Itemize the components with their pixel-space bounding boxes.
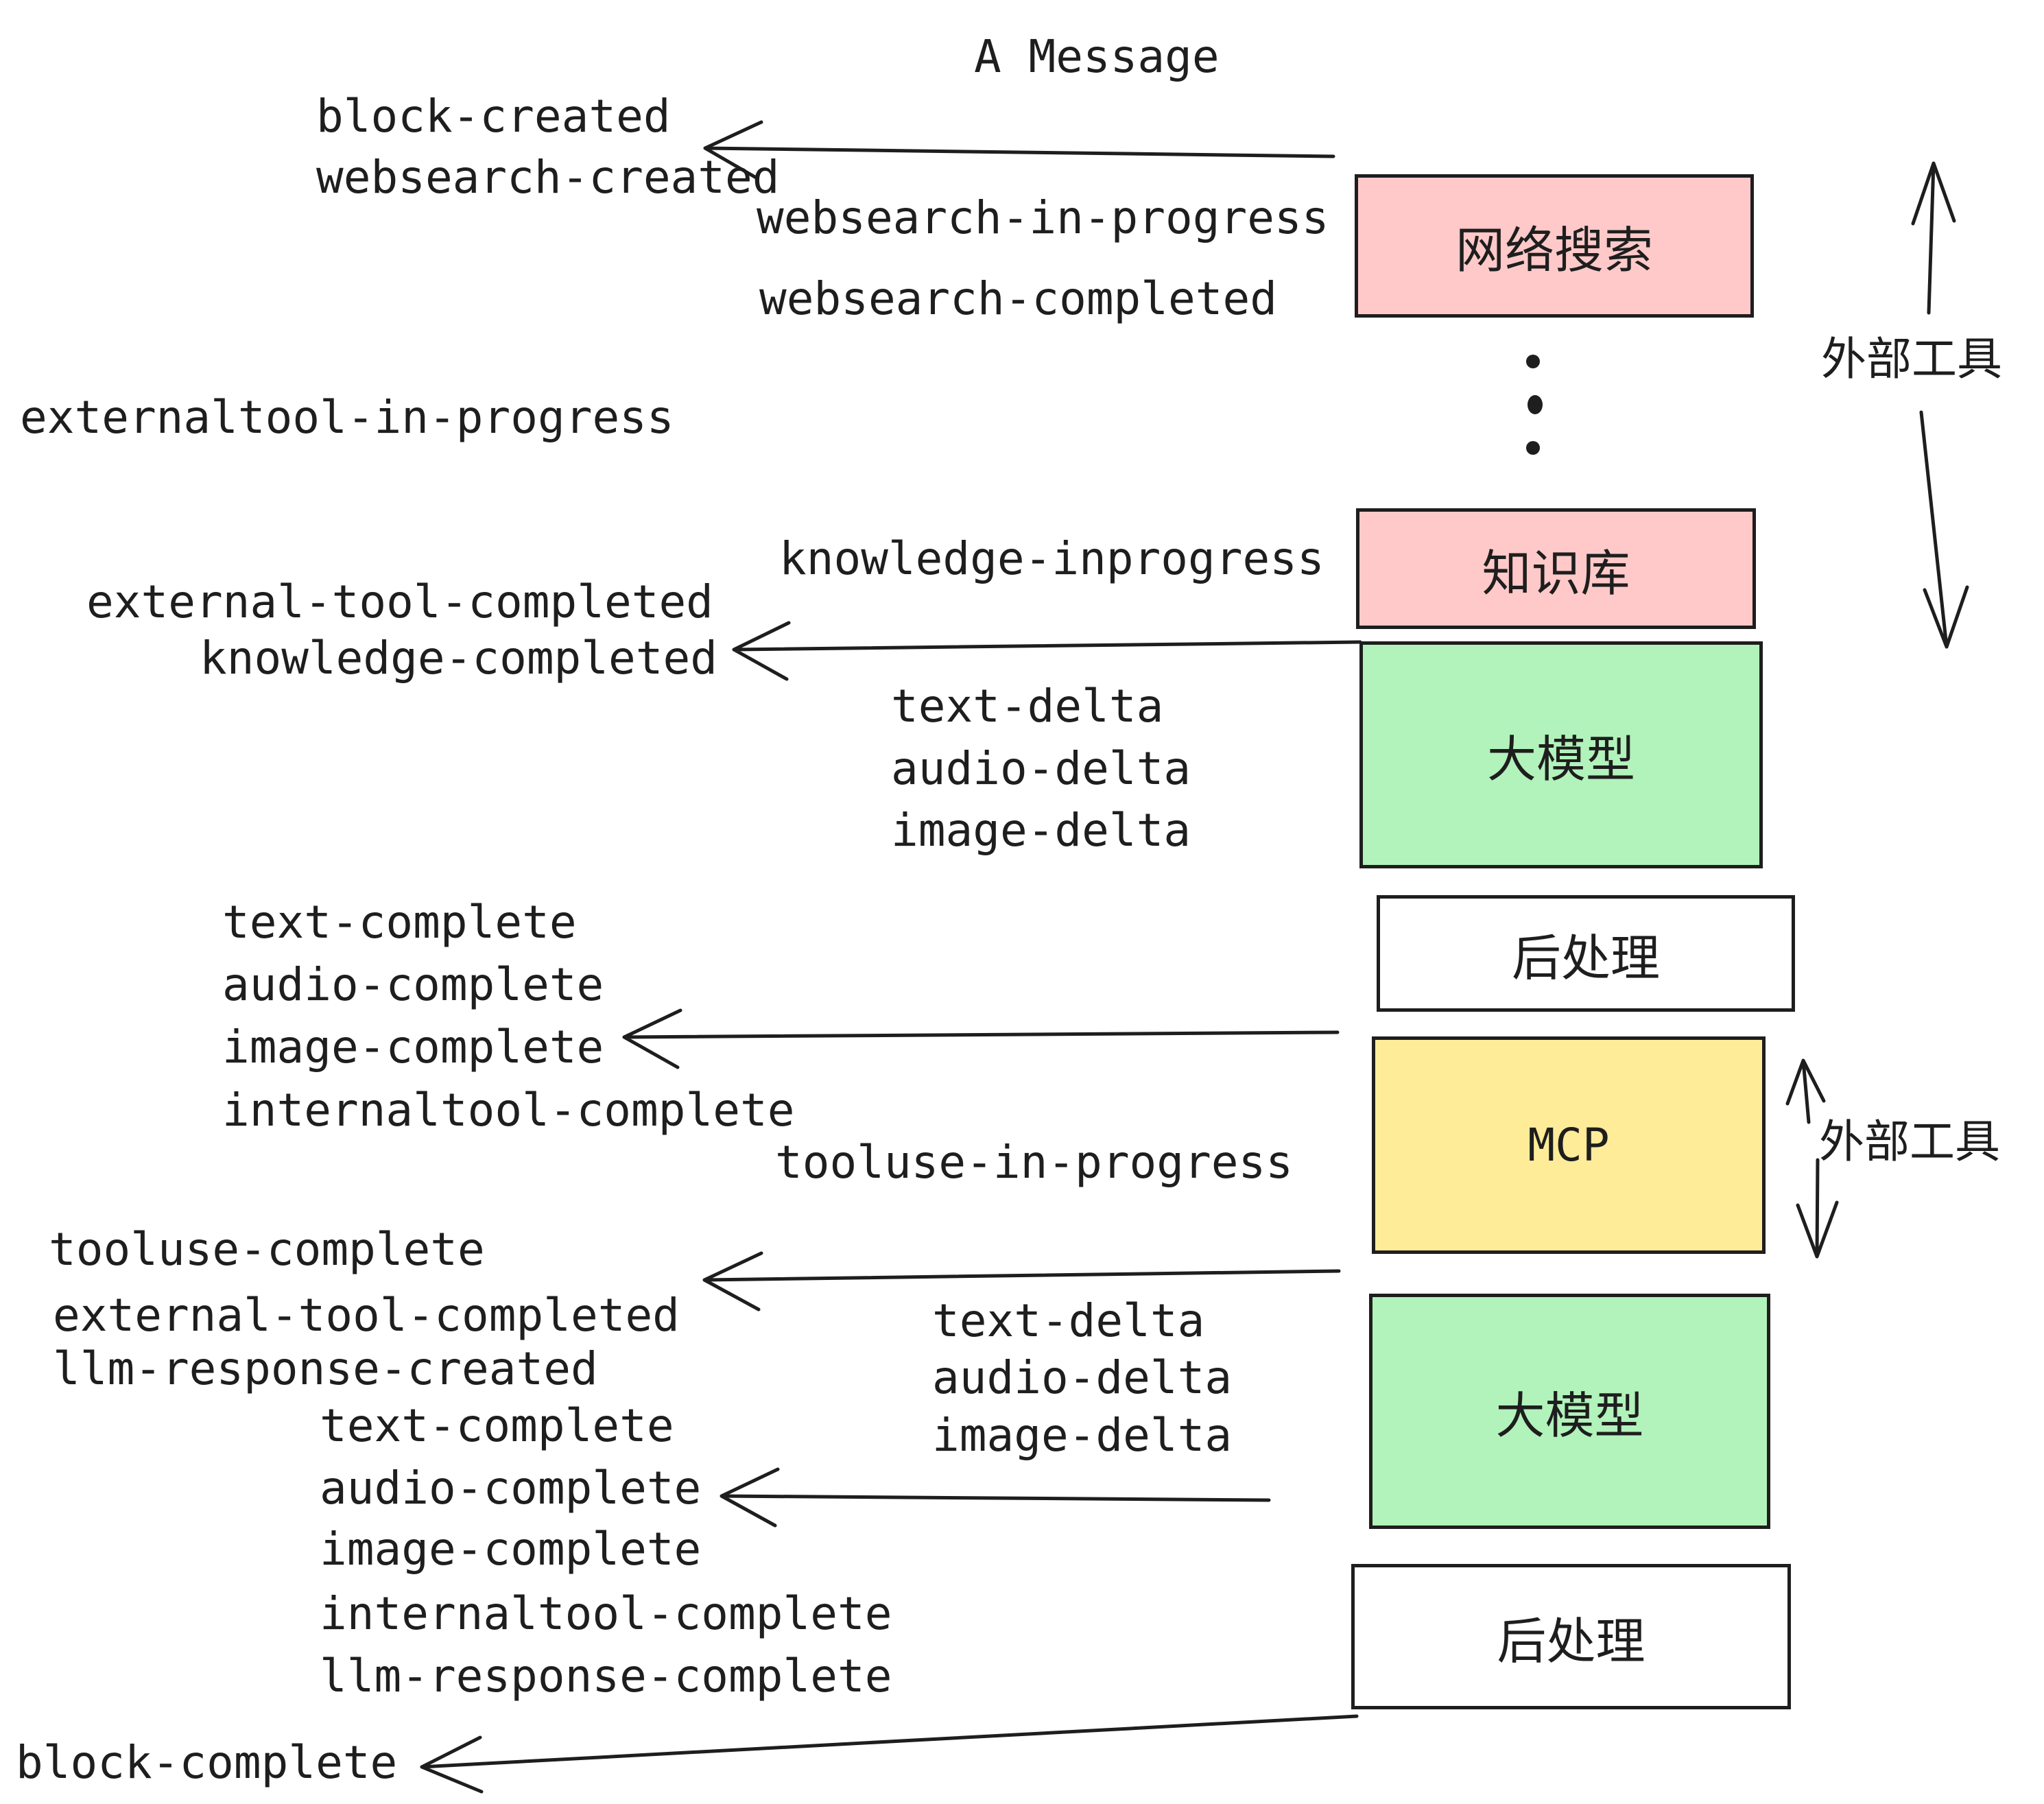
- label-text-delta-1: text-delta: [891, 680, 1164, 733]
- label-text-delta-2: text-delta: [932, 1294, 1205, 1347]
- box-llm-2-label: 大模型: [1495, 1387, 1644, 1445]
- label-text-complete-2: text-complete: [320, 1399, 674, 1452]
- label-image-delta-2: image-delta: [932, 1409, 1233, 1462]
- label-image-complete-1: image-complete: [222, 1021, 604, 1073]
- box-mcp: MCP: [1372, 1036, 1766, 1254]
- label-tooluse-complete: tooluse-complete: [49, 1223, 485, 1276]
- box-llm-1: 大模型: [1359, 641, 1763, 868]
- label-websearch-completed: websearch-completed: [759, 272, 1277, 325]
- box-knowledge-label: 知识库: [1482, 544, 1630, 602]
- label-llm-response-complete: llm-response-complete: [320, 1650, 892, 1702]
- box-websearch: 网络搜索: [1355, 174, 1754, 318]
- label-image-delta-1: image-delta: [891, 804, 1191, 857]
- label-audio-delta-1: audio-delta: [891, 742, 1191, 795]
- label-audio-complete-2: audio-complete: [320, 1462, 702, 1515]
- arrow-down-external-tools-mcp-icon: [1796, 1158, 1839, 1259]
- annotation-external-tools-top: 外部工具: [1821, 333, 2002, 385]
- label-block-complete: block-complete: [16, 1736, 398, 1789]
- label-audio-complete-1: audio-complete: [222, 958, 604, 1011]
- label-internaltool-complete-2: internaltool-complete: [320, 1587, 892, 1640]
- label-external-tool-completed-1: external-tool-completed: [86, 575, 713, 628]
- arrow-left-tooluse-complete-icon: [702, 1251, 1341, 1312]
- label-external-tool-completed-2: external-tool-completed: [53, 1289, 680, 1342]
- ellipsis-dots-icon: [1526, 355, 1543, 455]
- label-block-created: block-created: [316, 90, 671, 143]
- box-postprocess-1-label: 后处理: [1511, 929, 1660, 987]
- diagram-title: A Message: [974, 30, 1220, 83]
- arrow-left-knowledge-completed-icon: [732, 621, 1362, 681]
- label-knowledge-inprogress: knowledge-inprogress: [779, 532, 1324, 585]
- box-knowledge: 知识库: [1356, 508, 1756, 629]
- box-llm-1-label: 大模型: [1486, 731, 1635, 788]
- box-postprocess-2-label: 后处理: [1497, 1612, 1645, 1670]
- arrow-up-external-tools-top-icon: [1911, 161, 1956, 315]
- label-llm-response-created: llm-response-created: [53, 1342, 598, 1395]
- label-internaltool-complete-1: internaltool-complete: [222, 1084, 795, 1137]
- arrow-left-audio-complete-icon: [720, 1467, 1271, 1528]
- arrow-down-external-tools-top-icon: [1919, 410, 1969, 649]
- arrow-up-external-tools-mcp-icon: [1785, 1058, 1826, 1124]
- label-tooluse-in-progress: tooluse-in-progress: [775, 1136, 1293, 1189]
- label-knowledge-completed: knowledge-completed: [200, 632, 717, 685]
- label-websearch-created: websearch-created: [316, 151, 780, 204]
- label-audio-delta-2: audio-delta: [932, 1351, 1233, 1404]
- arrow-left-image-complete-icon: [622, 1008, 1340, 1069]
- box-mcp-label: MCP: [1528, 1119, 1610, 1172]
- label-websearch-in-progress: websearch-in-progress: [757, 191, 1329, 244]
- box-llm-2: 大模型: [1369, 1294, 1770, 1529]
- label-text-complete-1: text-complete: [222, 896, 577, 949]
- label-externaltool-in-progress: externaltool-in-progress: [20, 391, 674, 444]
- label-image-complete-2: image-complete: [320, 1523, 702, 1576]
- box-websearch-label: 网络搜索: [1455, 222, 1653, 279]
- annotation-external-tools-mcp: 外部工具: [1819, 1115, 2000, 1168]
- box-postprocess-1: 后处理: [1377, 895, 1795, 1012]
- arrow-left-block-created-icon: [703, 120, 1335, 180]
- arrow-left-block-complete-icon: [420, 1714, 1359, 1794]
- box-postprocess-2: 后处理: [1351, 1564, 1791, 1709]
